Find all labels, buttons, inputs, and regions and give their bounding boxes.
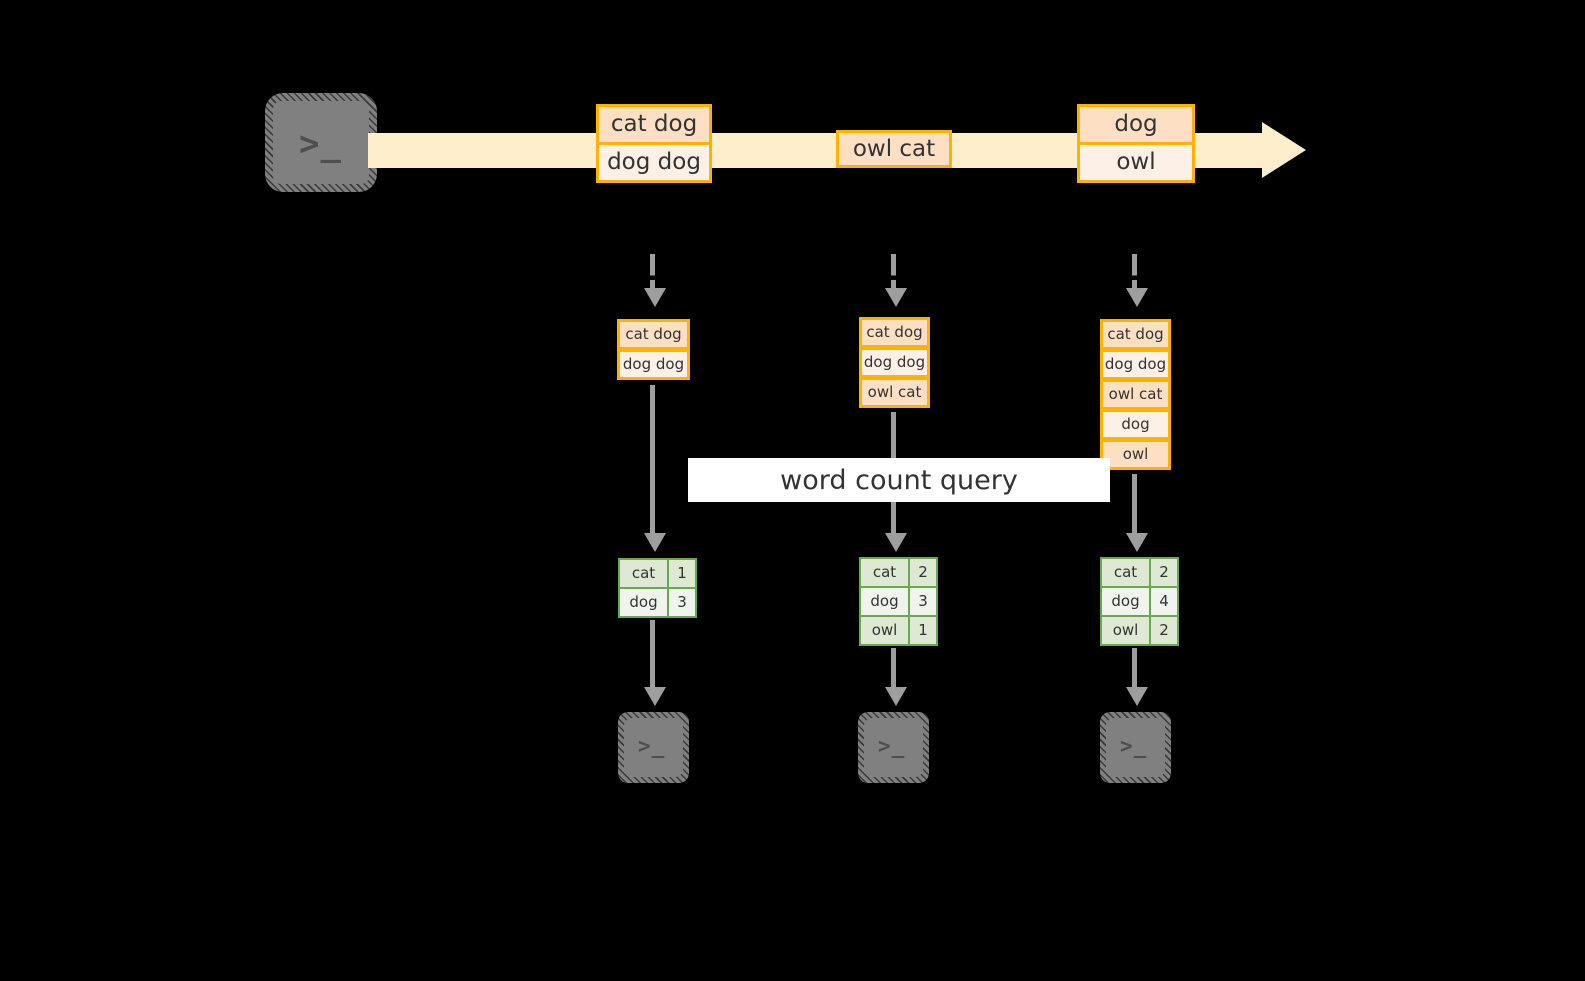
stream-event-group: dog owl	[1077, 104, 1195, 183]
stream-event-group: cat dog dog dog	[596, 104, 712, 183]
table-row: cat 2	[859, 557, 938, 588]
stream-event-box: dog	[1077, 104, 1195, 145]
count-cell: 4	[1149, 586, 1179, 617]
arrow-down-icon	[885, 687, 907, 706]
word-cell: dog	[1100, 586, 1151, 617]
stream-to-state-connector	[891, 254, 896, 290]
table-row: dog 4	[1100, 586, 1179, 617]
counts-to-sink-connector	[1132, 648, 1137, 687]
sink-terminal-icon-1: >_	[618, 712, 689, 783]
table-row: owl 1	[859, 615, 938, 646]
stream-event-box: cat dog	[596, 104, 712, 145]
terminal-screen	[624, 718, 683, 777]
source-terminal-icon: >_	[265, 93, 377, 192]
unbounded-table-3: cat dog dog dog owl cat dog owl	[1100, 319, 1171, 470]
table-row: cat 2	[1100, 557, 1179, 588]
arrow-down-icon	[644, 533, 666, 552]
table-row: dog	[1100, 409, 1171, 440]
word-cell: dog	[618, 587, 669, 618]
word-count-result-3: cat 2 dog 4 owl 2	[1100, 557, 1179, 646]
table-row: cat dog	[1100, 319, 1171, 350]
table-row: owl cat	[1100, 379, 1171, 410]
count-cell: 1	[667, 558, 697, 589]
count-cell: 2	[1149, 615, 1179, 646]
word-cell: cat	[618, 558, 669, 589]
state-to-counts-connector	[1132, 474, 1137, 533]
table-row: cat 1	[618, 558, 697, 589]
table-row: cat dog	[859, 317, 930, 348]
table-row: dog dog	[617, 349, 690, 380]
state-to-counts-connector	[650, 385, 655, 533]
table-row: dog 3	[618, 587, 697, 618]
table-row: owl 2	[1100, 615, 1179, 646]
terminal-prompt-glyph: >_	[299, 124, 342, 164]
arrow-down-icon	[1126, 687, 1148, 706]
table-row: cat dog	[617, 319, 690, 350]
word-cell: cat	[859, 557, 910, 588]
word-cell: dog	[859, 586, 910, 617]
sink-terminal-icon-3: >_	[1100, 712, 1171, 783]
stream-to-state-connector	[650, 254, 655, 290]
arrow-down-icon	[644, 687, 666, 706]
terminal-prompt-glyph: >_	[878, 734, 906, 758]
table-row: dog dog	[1100, 349, 1171, 380]
word-cell: cat	[1100, 557, 1151, 588]
counts-to-sink-connector	[650, 620, 655, 687]
count-cell: 1	[908, 615, 938, 646]
terminal-prompt-glyph: >_	[1120, 734, 1148, 758]
arrow-down-icon	[644, 288, 666, 307]
count-cell: 3	[667, 587, 697, 618]
terminal-screen	[273, 101, 369, 184]
arrow-down-icon	[885, 533, 907, 552]
count-cell: 3	[908, 586, 938, 617]
arrow-right-icon	[1262, 122, 1306, 178]
stream-event-box: owl cat	[836, 130, 952, 168]
stream-event-box: owl	[1077, 142, 1195, 183]
table-row: owl	[1100, 439, 1171, 470]
sink-terminal-icon-2: >_	[858, 712, 929, 783]
table-row: dog 3	[859, 586, 938, 617]
word-count-result-1: cat 1 dog 3	[618, 558, 697, 618]
word-cell: owl	[1100, 615, 1151, 646]
arrow-down-icon	[885, 288, 907, 307]
stream-to-state-connector	[1132, 254, 1137, 290]
table-row: owl cat	[859, 377, 930, 408]
query-label: word count query	[688, 458, 1110, 502]
unbounded-table-1: cat dog dog dog	[617, 319, 690, 380]
unbounded-table-2: cat dog dog dog owl cat	[859, 317, 930, 408]
word-cell: owl	[859, 615, 910, 646]
table-row: dog dog	[859, 347, 930, 378]
counts-to-sink-connector	[891, 648, 896, 687]
stream-event-box: dog dog	[596, 142, 712, 183]
arrow-down-icon	[1126, 288, 1148, 307]
terminal-screen	[1106, 718, 1165, 777]
terminal-screen	[864, 718, 923, 777]
arrow-down-icon	[1126, 533, 1148, 552]
count-cell: 2	[908, 557, 938, 588]
count-cell: 2	[1149, 557, 1179, 588]
terminal-prompt-glyph: >_	[638, 734, 666, 758]
word-count-result-2: cat 2 dog 3 owl 1	[859, 557, 938, 646]
stream-event-group: owl cat	[836, 130, 952, 168]
